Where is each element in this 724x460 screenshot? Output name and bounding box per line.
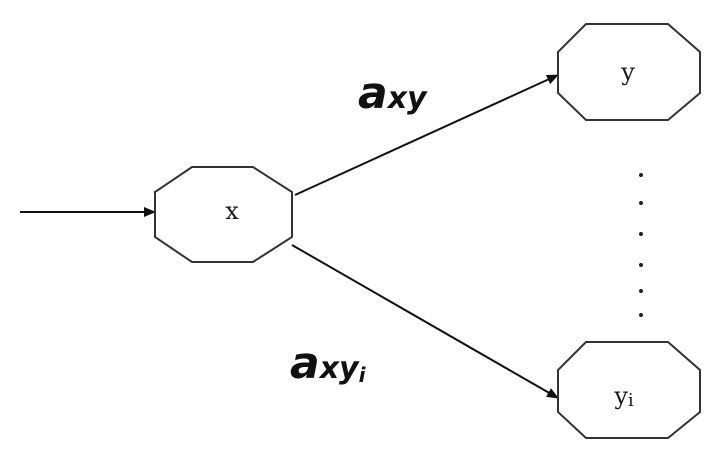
ellipsis-dot <box>639 232 643 236</box>
ellipsis-dot <box>639 201 643 205</box>
node-yi-label: yi <box>613 382 634 411</box>
edge-x-to-y <box>294 74 559 196</box>
node-y <box>557 23 701 121</box>
edge-label-axy: axy <box>358 68 428 119</box>
edge-label-axyi-subscript: xy <box>318 351 360 386</box>
edge-label-axyi-subscript-i: i <box>359 363 367 387</box>
edge-x-to-yi <box>291 244 559 399</box>
ellipsis-dot <box>639 313 643 317</box>
node-y-label: y <box>620 58 635 86</box>
node-x <box>154 166 293 263</box>
node-x-label: x <box>225 197 239 225</box>
edge-label-axyi: axyi <box>290 338 367 389</box>
edge-label-axy-subscript: xy <box>386 81 428 116</box>
node-yi <box>557 341 701 439</box>
ellipsis-dot <box>639 263 643 267</box>
ellipsis-dot <box>639 289 643 293</box>
edge-label-axyi-symbol: a <box>290 338 320 389</box>
edge-label-axy-symbol: a <box>358 68 388 119</box>
node-yi-subscript: i <box>628 390 634 411</box>
ellipsis-dot <box>639 173 643 177</box>
